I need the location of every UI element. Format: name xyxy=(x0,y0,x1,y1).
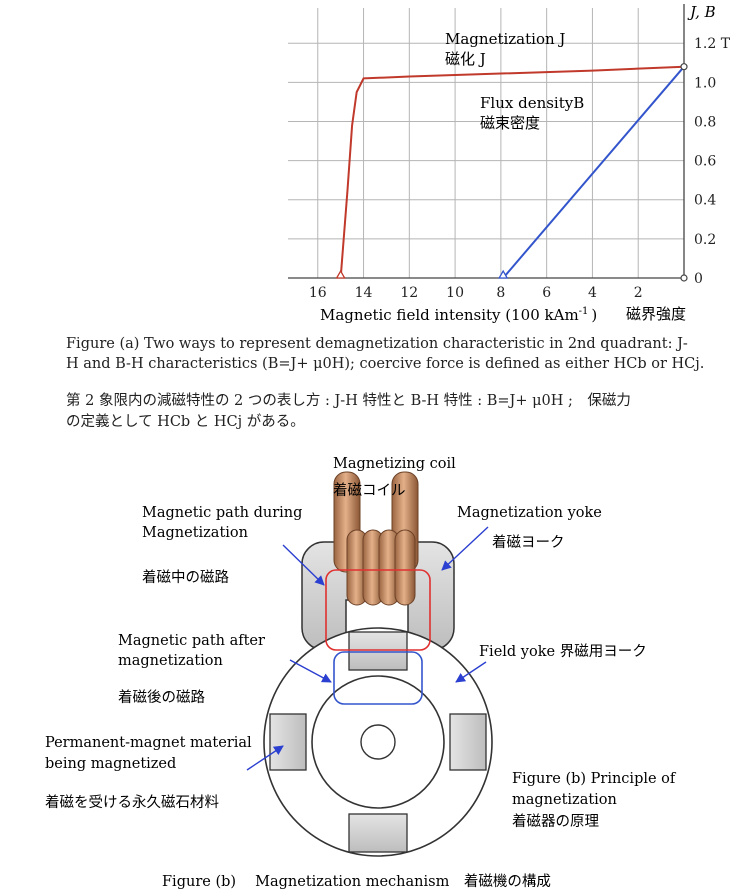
origin-marker xyxy=(680,274,688,282)
label-principle-1: Figure (b) Principle of xyxy=(512,771,677,787)
arrow-path-after xyxy=(289,659,332,683)
figure-a-caption-ja-2: の定義として HCb と HCj がある。 xyxy=(66,414,305,430)
legend-magnetization: Magnetization J xyxy=(445,30,565,48)
arrow-path-during xyxy=(282,544,325,586)
label-path-during-1: Magnetic path during xyxy=(142,505,302,521)
legend-flux-density: Flux densityB xyxy=(480,94,584,112)
label-path-during-2: Magnetization xyxy=(142,525,248,541)
shaft-hole xyxy=(360,724,396,760)
figure-b-caption: Figure (b) Magnetization mechanism 着磁機の構… xyxy=(162,873,551,890)
x-tick-label: 16 xyxy=(309,285,327,301)
chart-axes xyxy=(288,4,685,279)
coercive-marker-hcj xyxy=(335,269,346,279)
y-tick-label: 0.8 xyxy=(694,114,716,130)
arrow-field-yoke xyxy=(455,661,487,683)
y-tick-label: 0 xyxy=(694,271,703,287)
x-axis-label-ja: 磁界強度 xyxy=(626,305,686,323)
x-tick-label: 8 xyxy=(496,285,505,301)
y-tick-label: 0.4 xyxy=(694,193,716,209)
chart-ticks: 16 14 12 10 8 6 4 2 0 0.2 0.4 0.6 0.8 1.0 1.2 T xyxy=(309,36,731,301)
flux-density-line xyxy=(502,66,685,279)
x-tick-label: 14 xyxy=(355,285,373,301)
x-tick-label: 4 xyxy=(588,285,597,301)
y-tick-label: 0.2 xyxy=(694,232,716,248)
label-pm-ja: 着磁を受ける永久磁石材料 xyxy=(45,794,219,811)
arrow-yoke xyxy=(441,526,489,571)
path-during-magnetization xyxy=(325,569,431,651)
label-principle-2: magnetization xyxy=(512,792,617,808)
x-axis-label: Magnetic field intensity (100 kAm-1) xyxy=(320,306,597,324)
remanence-marker xyxy=(680,63,688,71)
magnet-right xyxy=(449,713,487,771)
x-tick-label: 6 xyxy=(542,285,551,301)
legend-flux-density-ja: 磁束密度 xyxy=(480,114,540,132)
label-path-after-1: Magnetic path after xyxy=(118,633,265,649)
label-path-during-ja: 着磁中の磁路 xyxy=(142,569,229,586)
figure-a-caption-en-2: H and B-H characteristics (B=J+ μ0H); co… xyxy=(66,356,705,372)
label-yoke-ja: 着磁ヨーク xyxy=(492,534,565,551)
magnet-left xyxy=(269,713,307,771)
label-path-after-ja: 着磁後の磁路 xyxy=(118,689,205,706)
label-pm-2: being magnetized xyxy=(45,756,176,772)
chart-series xyxy=(335,63,688,282)
magnet-bottom xyxy=(348,813,408,853)
path-after-magnetization xyxy=(333,651,423,705)
label-path-after-2: magnetization xyxy=(118,653,223,669)
label-coil-ja: 着磁コイル xyxy=(333,482,406,499)
label-field-yoke: Field yoke 界磁用ヨーク xyxy=(479,643,647,660)
label-pm-1: Permanent-magnet material xyxy=(45,735,252,751)
magnet-top xyxy=(348,631,408,671)
coercive-marker-hcb xyxy=(498,269,509,279)
magnetizing-coil xyxy=(333,471,419,606)
magnetizer-diagram: Magnetizing coil 着磁コイル Magnetic path dur… xyxy=(45,456,677,890)
chart-grid xyxy=(288,8,684,278)
figure-a-caption-ja-1: 第 2 象限内の減磁特性の 2 つの表し方 : J-H 特性と B-H 特性 :… xyxy=(66,393,631,409)
magnetization-curve xyxy=(339,65,685,279)
label-yoke: Magnetization yoke xyxy=(457,505,602,521)
label-coil: Magnetizing coil xyxy=(333,456,456,472)
label-principle-ja: 着磁器の原理 xyxy=(512,813,599,830)
y-tick-label: 1.2 T xyxy=(694,36,731,52)
demagnetization-chart: 16 14 12 10 8 6 4 2 0 0.2 0.4 0.6 0.8 1.0 1.2 T J, B M… xyxy=(288,3,731,324)
y-tick-label: 0.6 xyxy=(694,154,716,170)
y-tick-label: 1.0 xyxy=(694,75,716,91)
figure-a-caption-en-1: Figure (a) Two ways to represent demagne… xyxy=(66,336,688,352)
x-tick-label: 2 xyxy=(634,285,643,301)
y-axis-label: J, B xyxy=(687,3,716,21)
legend-magnetization-ja: 磁化 J xyxy=(445,50,486,68)
x-tick-label: 10 xyxy=(446,285,464,301)
arrow-magnet xyxy=(246,745,284,771)
x-tick-label: 12 xyxy=(400,285,418,301)
